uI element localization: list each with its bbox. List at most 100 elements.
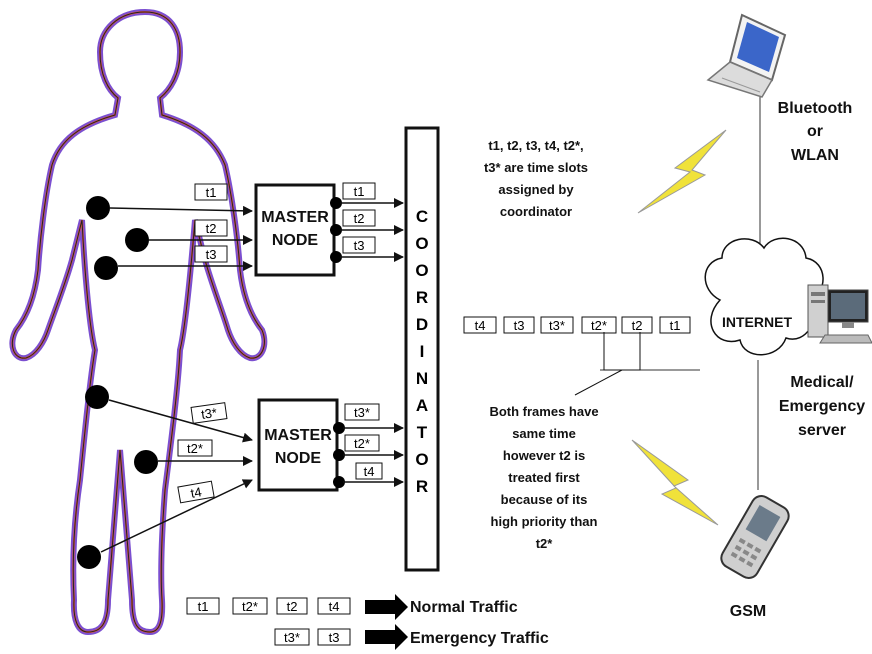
slot-label: t1	[354, 184, 365, 199]
master-node-label: MASTER	[264, 427, 332, 444]
time-slot-note: t1, t2, t3, t4, t2*, t3* are time slots …	[484, 138, 588, 219]
frame-slot-label: t2	[632, 318, 643, 333]
svg-text:assigned by: assigned by	[498, 182, 574, 197]
slot-label: t3*	[354, 405, 370, 420]
server-label: Emergency	[779, 398, 865, 415]
body-sensors	[77, 196, 158, 569]
bottom-input-links	[100, 399, 253, 553]
legend-slot-label: t1	[198, 599, 209, 614]
sensor-node	[125, 228, 149, 252]
legend-slot-box	[317, 628, 351, 646]
svg-text:t2*: t2*	[536, 536, 554, 551]
frame-slot-label: t2*	[591, 318, 607, 333]
master-node-bottom: MASTER NODE	[257, 398, 339, 492]
sensor-node	[77, 545, 101, 569]
coordinator-letter: O	[415, 450, 428, 469]
legend-slot-box	[276, 597, 308, 615]
sensor-node	[86, 196, 110, 220]
svg-text:because of its: because of its	[501, 492, 588, 507]
top-input-slots: t1 t2 t3	[194, 183, 228, 263]
frame-slot-box	[503, 316, 535, 334]
frame-slot-box	[463, 316, 497, 334]
gsm-phone-icon	[720, 495, 790, 579]
slot-label: t2*	[354, 436, 370, 451]
slot-label: t2	[354, 211, 365, 226]
master-node-label: NODE	[272, 232, 319, 249]
legend-slot-box	[274, 628, 310, 646]
coordinator-letter: O	[415, 261, 428, 280]
top-input-links	[109, 205, 253, 271]
gsm-label: GSM	[730, 603, 766, 620]
legend-emergency-label: Emergency Traffic	[410, 630, 549, 647]
human-body-figure	[9, 8, 268, 636]
svg-text:same time: same time	[512, 426, 576, 441]
master-node-top: MASTER NODE	[254, 183, 336, 277]
svg-text:Both frames have: Both frames have	[489, 404, 598, 419]
slot-label: t4	[189, 484, 202, 501]
svg-text:high priority than: high priority than	[491, 514, 598, 529]
bottom-input-slots: t3* t2* t4	[177, 402, 228, 504]
master-node-label: MASTER	[261, 209, 329, 226]
slot-label: t4	[364, 464, 375, 479]
coordinator-letter: R	[416, 288, 428, 307]
coordinator-letter: I	[420, 342, 425, 361]
coordinator-letter: C	[416, 207, 428, 226]
coordinator-letter: N	[416, 369, 428, 388]
lightning-icon	[631, 439, 719, 526]
svg-text:treated first: treated first	[508, 470, 580, 485]
bluetooth-label: Bluetooth	[778, 100, 853, 117]
sensor-node	[85, 385, 109, 409]
legend-slot-box	[317, 597, 351, 615]
legend-slot-box	[186, 597, 220, 615]
frame-slot-box	[659, 316, 691, 334]
coordinator-letter: A	[416, 396, 428, 415]
legend-slot-label: t2	[287, 599, 298, 614]
slot-label: t3	[206, 247, 217, 262]
server-label: server	[798, 422, 846, 439]
internet-label: INTERNET	[722, 314, 792, 330]
legend-emergency: t3*t3	[274, 628, 351, 646]
sensor-node	[94, 256, 118, 280]
slot-label: t2*	[187, 441, 203, 456]
master-node-label: NODE	[275, 450, 322, 467]
slot-label: t1	[206, 185, 217, 200]
laptop-icon	[706, 13, 787, 98]
svg-text:t3* are time slots: t3* are time slots	[484, 160, 588, 175]
priority-note: Both frames have same time however t2 is…	[489, 404, 598, 551]
slot-label: t3	[354, 238, 365, 253]
server-label: Medical/	[790, 374, 854, 391]
slot-label: t2	[206, 221, 217, 236]
legend-slot-label: t2*	[242, 599, 258, 614]
frame-slot-label: t4	[475, 318, 486, 333]
legend-normal: t1 t2* t2 t4	[186, 597, 351, 615]
legend-slot-label: t4	[329, 599, 340, 614]
frame-row: t4 t3 t3* t2* t2 t1	[463, 316, 691, 396]
top-output-links: t1 t2 t3	[330, 182, 404, 263]
coordinator-letter: T	[417, 423, 428, 442]
frame-slot-label: t3	[514, 318, 525, 333]
frame-slot-box	[540, 316, 574, 334]
frame-slot-label: t3*	[549, 318, 565, 333]
bluetooth-label: WLAN	[791, 147, 839, 164]
svg-text:t1, t2, t3, t4, t2*,: t1, t2, t3, t4, t2*,	[488, 138, 583, 153]
internet-cloud-icon	[704, 237, 824, 356]
legend-slot-box	[232, 597, 268, 615]
slot-label: t3*	[200, 405, 218, 422]
lightning-icon	[637, 129, 727, 214]
frame-slot-label: t1	[670, 318, 681, 333]
coordinator-letter: R	[416, 477, 428, 496]
coordinator-letter: O	[415, 234, 428, 253]
frame-slot-box	[621, 316, 653, 334]
legend-normal-label: Normal Traffic	[410, 599, 518, 616]
frame-slot-box	[581, 316, 617, 334]
legend-slot-label: t3	[329, 630, 340, 645]
coordinator-letter: D	[416, 315, 428, 334]
svg-text:coordinator: coordinator	[500, 204, 572, 219]
legend: t1 t2* t2 t4 t3*t3 Normal Traffic Emergency…	[186, 594, 549, 650]
sensor-node	[134, 450, 158, 474]
svg-text:however t2 is: however t2 is	[503, 448, 585, 463]
server-computer-icon	[807, 284, 872, 344]
